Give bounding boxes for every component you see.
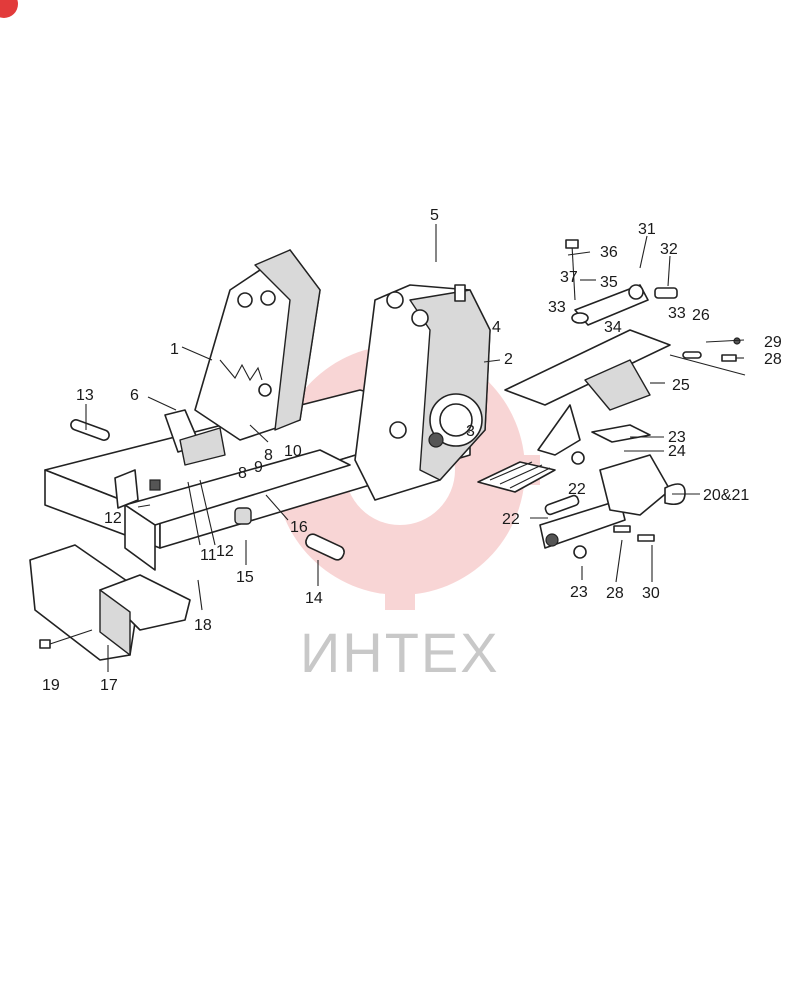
callout-26: 25: [672, 377, 690, 394]
bushing-23-lower: [573, 545, 587, 559]
pin-14-lower: [305, 533, 345, 561]
callout-33-left: 33: [548, 299, 566, 316]
leader-lines: [85, 224, 745, 672]
callout-15: 15: [236, 569, 254, 586]
callout-6: 6: [130, 387, 139, 404]
callout-35: 35: [600, 274, 618, 291]
corner-badge: [0, 0, 18, 18]
plate-24: [591, 424, 651, 443]
shim-30: [637, 534, 655, 542]
right-support-arm: [504, 329, 746, 456]
callout-25: 24: [668, 443, 686, 460]
shim-28-upper: [721, 354, 737, 362]
callout-34: 34: [604, 319, 622, 336]
callout-8-lower: 8: [238, 465, 247, 482]
callout-27: 26: [692, 307, 710, 324]
watermark-text: ИНТЕХ: [300, 621, 500, 684]
callout-16: 16: [290, 519, 308, 536]
callout-20-21: 20&21: [703, 487, 749, 504]
callout-36: 36: [600, 244, 618, 261]
callout-14-lower: 14: [305, 590, 323, 607]
callout-28-lower: 28: [606, 585, 624, 602]
callout-37: 37: [560, 269, 578, 286]
callout-31: 31: [638, 221, 656, 238]
callout-11: 11: [200, 547, 217, 564]
callout-2: 2: [504, 351, 513, 368]
callout-19: 19: [42, 677, 60, 694]
shim-28-lower: [613, 525, 631, 533]
callout-23-upper: 22: [568, 481, 586, 498]
callout-labels: 5 1 2 3 4 6 13 8 10 9 8 12 11 12 16 15 1…: [42, 207, 782, 694]
callout-29: 29: [764, 334, 782, 351]
callout-12: 12: [216, 543, 234, 560]
bushing-16: [234, 507, 252, 525]
callout-5: 5: [430, 207, 439, 224]
callout-28-upper: 28: [764, 351, 782, 368]
callout-4: 4: [492, 319, 501, 336]
step-plate: [477, 461, 556, 493]
callout-30: 30: [642, 585, 660, 602]
front-crossmember: [124, 449, 351, 571]
callout-18: 18: [194, 617, 212, 634]
callout-3: 3: [466, 423, 475, 440]
pin-22: [544, 494, 580, 516]
callout-17: 17: [100, 677, 118, 694]
front-weight: [29, 544, 191, 661]
callout-9: 9: [254, 459, 263, 476]
callout-23-lower: 23: [570, 584, 588, 601]
callout-22: 22: [502, 511, 520, 528]
callout-10: 10: [284, 443, 302, 460]
pin-27: [682, 351, 702, 359]
callout-14-upper: 13: [76, 387, 94, 404]
callout-33-right: 33: [668, 305, 686, 322]
center-housing: [354, 284, 491, 501]
bushing-23-upper: [571, 451, 585, 465]
upper-lever-assembly: [565, 239, 678, 326]
callout-24: 23: [668, 429, 686, 446]
left-pin-bracket: [70, 409, 226, 466]
bolt-19: [39, 629, 93, 649]
callout-13: 12: [104, 510, 122, 527]
callout-8-upper: 8: [264, 447, 273, 464]
callout-1: 1: [170, 341, 179, 358]
left-upright: [194, 249, 321, 441]
callout-32: 32: [660, 241, 678, 258]
left-block: [114, 469, 161, 509]
